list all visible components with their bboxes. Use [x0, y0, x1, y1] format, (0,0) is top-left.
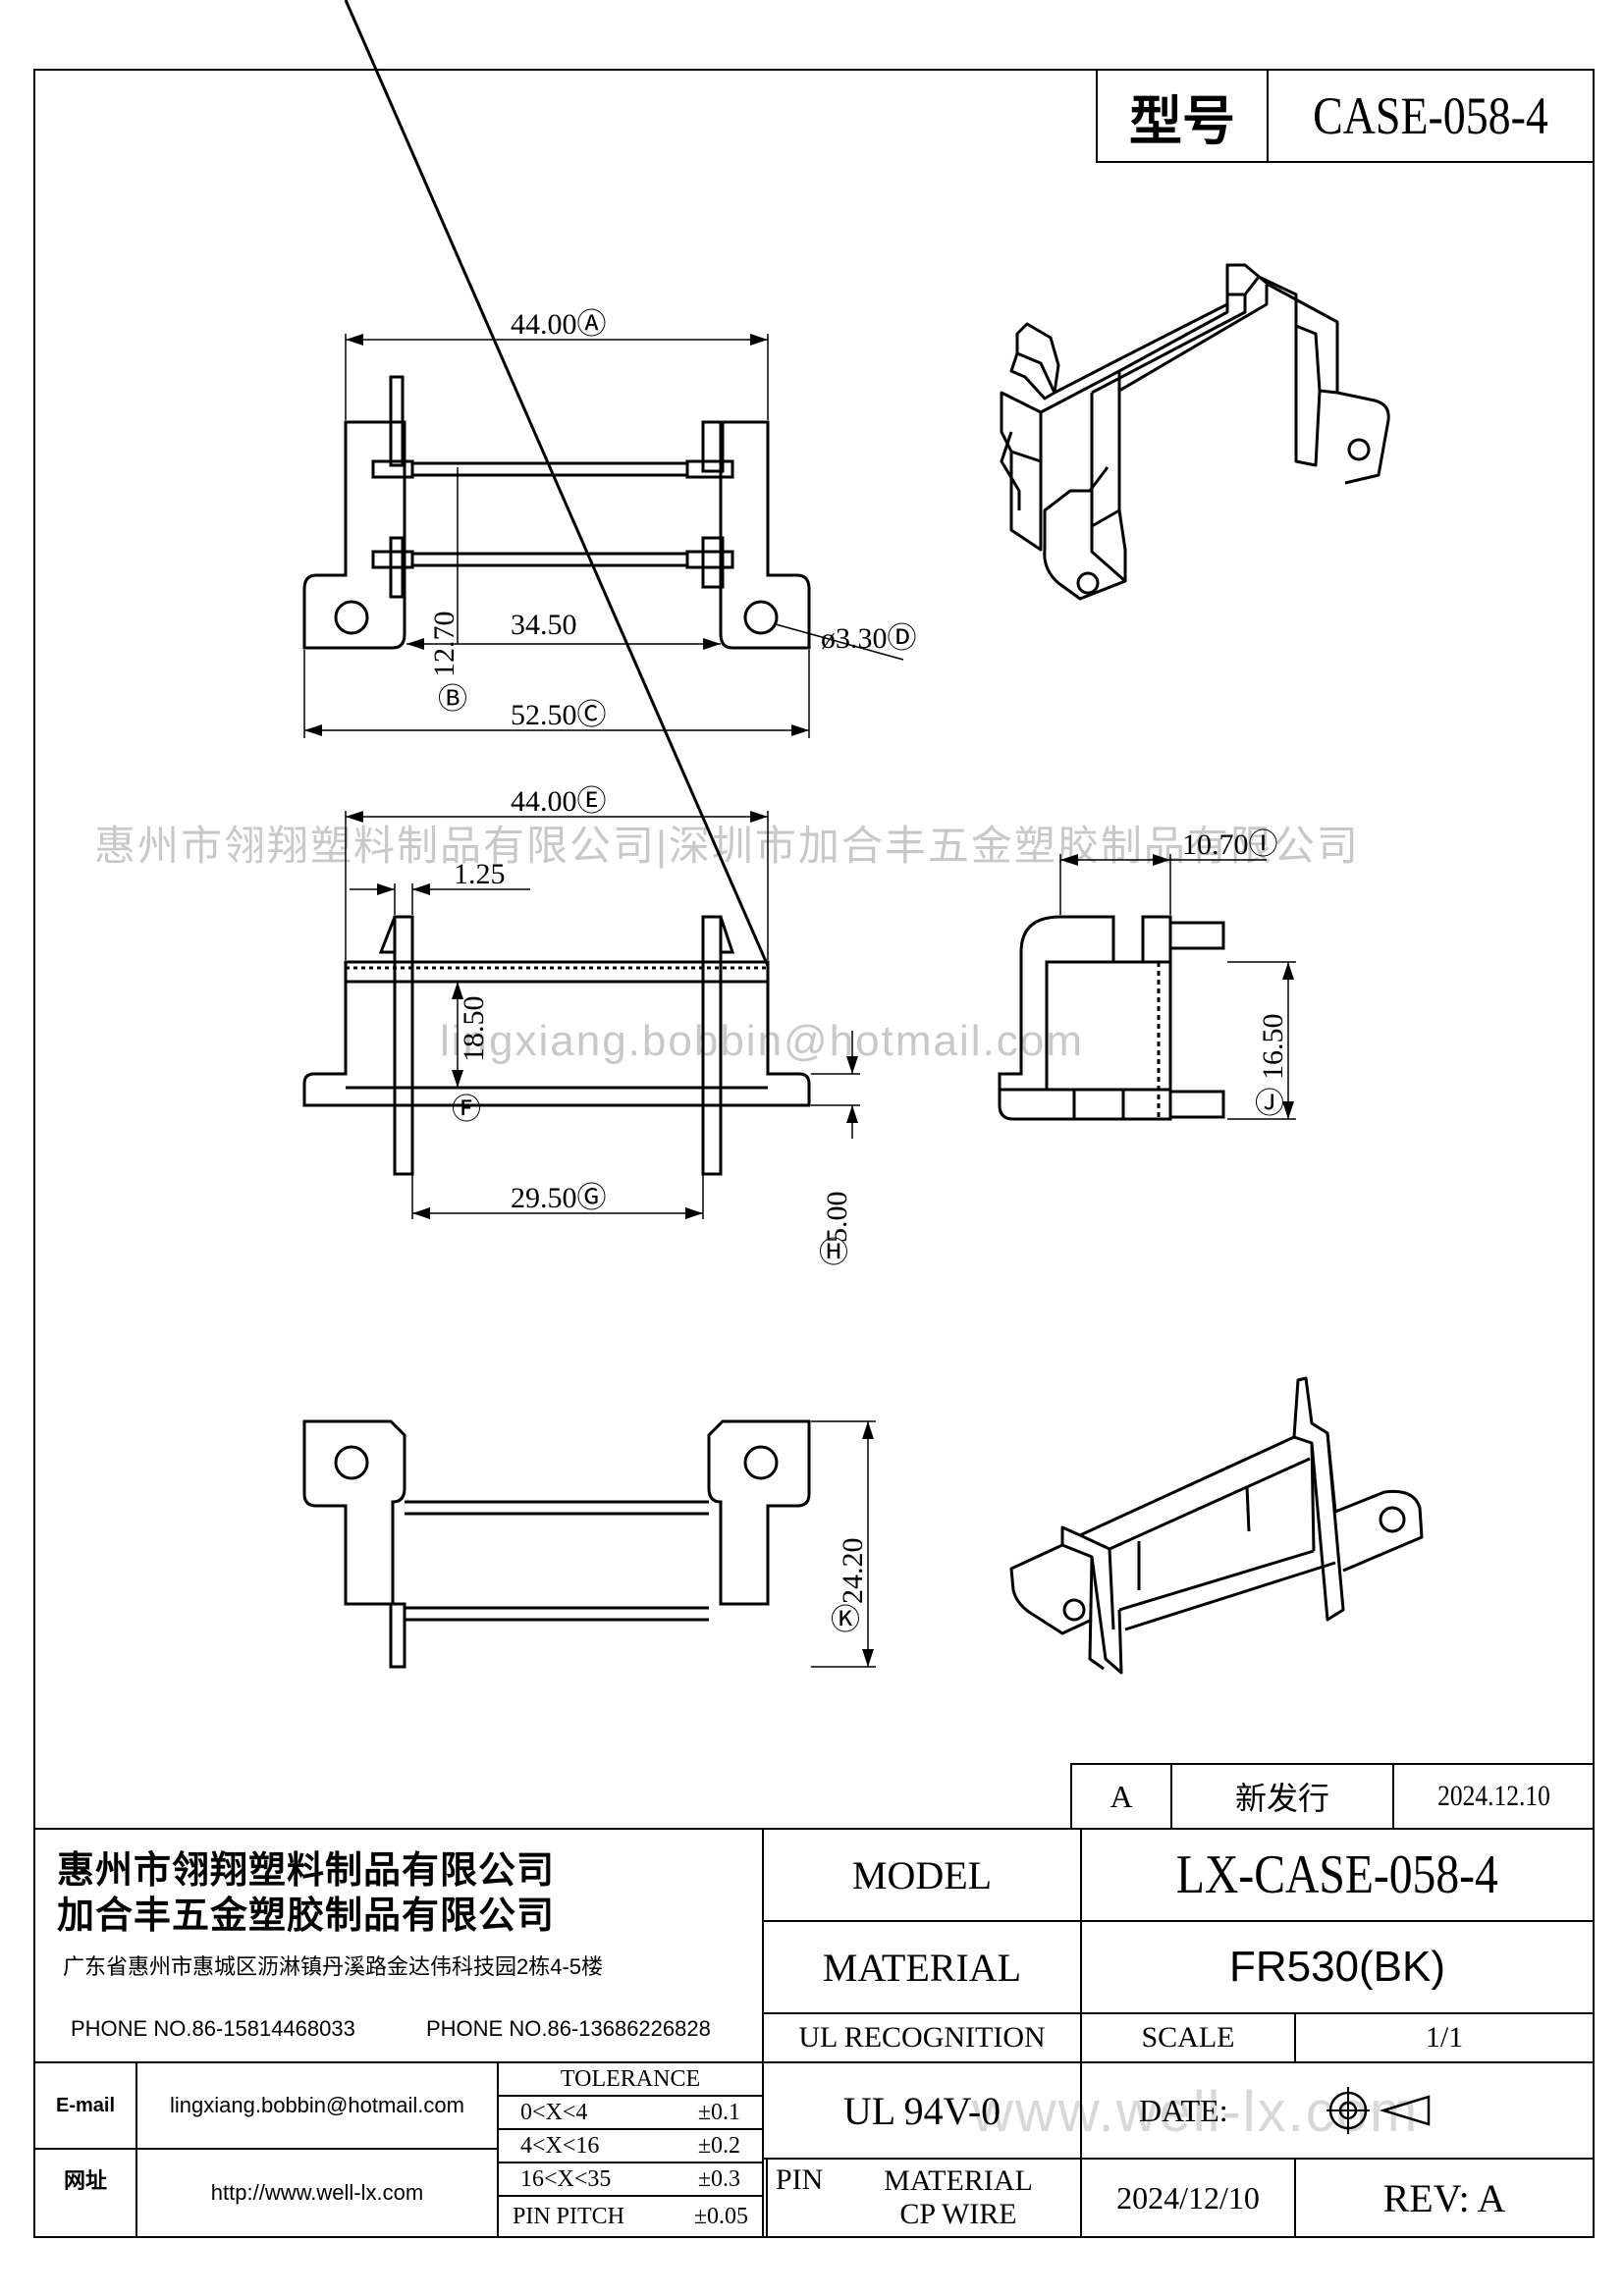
pin-label: PIN: [776, 2163, 824, 2196]
model-value-text: LX-CASE-058-4: [1176, 1844, 1498, 1905]
tolerance-row-2: 4<X<16 ±0.2: [497, 2128, 764, 2163]
dim-top-width: 44.00Ⓐ: [511, 308, 607, 341]
tolerance-tol-3: ±0.3: [697, 2165, 740, 2192]
tolerance-row-1: 0<X<4 ±0.1: [497, 2095, 764, 2130]
company-name-2: 加合丰五金塑胶制品有限公司: [57, 1896, 556, 1937]
dim-flange: 1.25: [454, 858, 506, 890]
company-phone-1: PHONE NO.86-15814468033: [71, 2016, 355, 2041]
model-label: MODEL: [762, 1828, 1082, 1922]
company-phone-2: PHONE NO.86-13686226828: [426, 2016, 711, 2041]
revision-date-text: 2024.12.10: [1436, 1780, 1550, 1812]
company-address: 广东省惠州市惠城区沥淋镇丹溪路金达伟科技园2栋4-5楼: [63, 1954, 604, 1979]
iso-view-2: [1009, 1376, 1424, 1675]
tolerance-tol-2: ±0.2: [697, 2132, 740, 2159]
date-value: 2024/12/10: [1080, 2158, 1296, 2238]
header-model-value: CASE-058-4: [1267, 69, 1595, 163]
tolerance-range-2: 4<X<16: [520, 2132, 600, 2159]
dim-foot-height: 5.00: [821, 1192, 853, 1244]
pin-material-cell: MATERIAL CP WIRE: [766, 2158, 1082, 2238]
tolerance-range-1: 0<X<4: [520, 2099, 588, 2125]
watermark-email: lingxiang.bobbin@hotmail.com: [440, 1017, 1084, 1065]
dim-bottom-height-tag: Ⓚ: [831, 1604, 860, 1636]
pin-material-label: MATERIAL: [884, 2164, 1033, 2197]
dim-core-height: 18.50: [458, 996, 490, 1063]
model-value: LX-CASE-058-4: [1080, 1828, 1595, 1922]
side-view: [998, 915, 1225, 1121]
tolerance-row-4: PIN PITCH ±0.05: [497, 2195, 764, 2238]
dim-core-length: 29.50Ⓖ: [511, 1182, 607, 1214]
email-label: E-mail: [33, 2061, 137, 2150]
dim-top-span: 34.50: [511, 609, 577, 641]
iso-view-1: [1000, 263, 1390, 601]
ul-value: UL 94V-0: [762, 2061, 1082, 2160]
revision-note: 新发行: [1170, 1763, 1394, 1830]
header-model-value-text: CASE-058-4: [1313, 86, 1548, 145]
rev-label: REV: A: [1294, 2158, 1595, 2238]
web-value: http://www.well-lx.com: [135, 2148, 499, 2238]
ul-label: UL RECOGNITION: [762, 2012, 1082, 2063]
material-value: FR530(BK): [1080, 1920, 1595, 2014]
bottom-view: [302, 1419, 811, 1669]
dim-core-height-tag: Ⓕ: [452, 1094, 481, 1126]
dim-bottom-height: 24.20: [837, 1538, 869, 1605]
company-name-1: 惠州市翎翔塑料制品有限公司: [57, 1850, 556, 1892]
tolerance-range-3: 16<X<35: [520, 2165, 612, 2192]
front-view-dimensions: [345, 811, 860, 1219]
top-view-dimensions: [303, 334, 904, 738]
pin-material-value: CP WIRE: [899, 2198, 1017, 2230]
dim-foot-height-tag: Ⓗ: [819, 1237, 848, 1269]
bottom-view-dimensions: [811, 1420, 876, 1668]
dim-side-height: 16.50: [1257, 1014, 1289, 1081]
tolerance-tol-1: ±0.1: [697, 2099, 740, 2125]
dim-hole: ø3.30Ⓓ: [821, 622, 917, 655]
watermark-site: www.well-lx.com: [972, 2080, 1420, 2144]
dim-side-height-tag: Ⓙ: [1255, 1088, 1284, 1120]
tolerance-title: TOLERANCE: [497, 2061, 764, 2097]
dim-top-height-tag: Ⓑ: [438, 683, 467, 716]
dim-top-height: 12.70: [428, 612, 460, 678]
header-model-label: 型号: [1096, 69, 1269, 163]
tolerance-range-4: PIN PITCH: [513, 2203, 625, 2229]
date-cell: DATE:: [1080, 2061, 1595, 2160]
front-view: [302, 0, 811, 1176]
top-view: [302, 375, 811, 650]
revision-rev: A: [1070, 1763, 1172, 1830]
dim-front-width: 44.00Ⓔ: [511, 785, 607, 818]
email-value: lingxiang.bobbin@hotmail.com: [135, 2061, 499, 2150]
revision-date: 2024.12.10: [1392, 1763, 1595, 1830]
dim-top-overall: 52.50Ⓒ: [511, 699, 607, 731]
side-view-dimensions: [1059, 854, 1296, 1120]
web-label: 网址: [33, 2148, 137, 2238]
date-label: DATE:: [1139, 2092, 1228, 2128]
material-label: MATERIAL: [762, 1920, 1082, 2014]
scale-value: 1/1: [1294, 2012, 1595, 2063]
projection-symbol-icon: [1326, 2087, 1430, 2134]
dim-side-width: 10.70Ⓘ: [1182, 828, 1278, 861]
tolerance-row-3: 16<X<35 ±0.3: [497, 2162, 764, 2197]
tolerance-tol-4: ±0.05: [693, 2203, 748, 2229]
scale-label: SCALE: [1080, 2012, 1296, 2063]
